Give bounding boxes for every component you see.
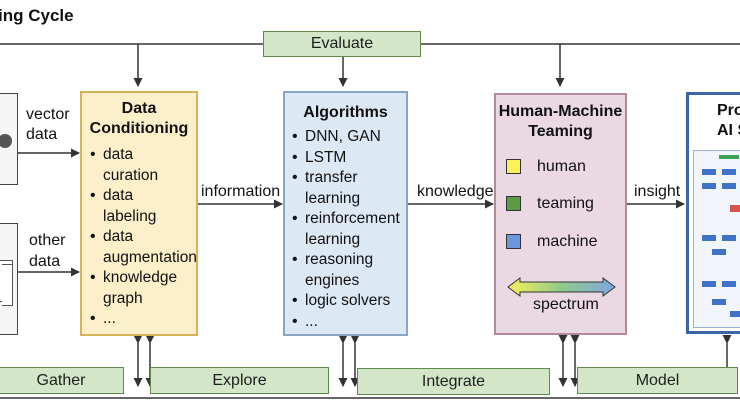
gather-stage: Gather — [0, 367, 124, 394]
point-cloud-icon — [0, 134, 12, 148]
list-item: data curation — [90, 145, 196, 186]
other-data-label: other data — [29, 232, 66, 270]
insight-label: insight — [634, 183, 681, 200]
vector-data-thumbnail — [0, 93, 18, 185]
list-item: ... — [90, 309, 196, 330]
explore-stage: Explore — [150, 367, 329, 394]
list-item: logic solvers — [292, 291, 406, 312]
spectrum-arrow — [507, 277, 616, 297]
knowledge-label: knowledge — [417, 183, 494, 200]
information-label: information — [201, 183, 281, 200]
machine-legend-swatch — [506, 234, 521, 249]
list-item: data augmentation — [90, 227, 197, 268]
human-legend-label: human — [537, 158, 586, 175]
algorithms-title: Algorithms — [303, 104, 388, 121]
list-item: knowledge graph — [90, 268, 196, 309]
other-data-thumbnail — [0, 223, 18, 335]
list-item: reasoning engines — [292, 250, 406, 291]
teaming-legend-label: teaming — [537, 195, 594, 212]
list-item: data labeling — [90, 186, 196, 227]
evaluate-stage: Evaluate — [263, 31, 421, 57]
spectrum-label: spectrum — [533, 296, 599, 313]
list-item: transfer learning — [292, 168, 406, 209]
vector-data-label: vector data — [26, 106, 70, 143]
list-item: ... — [292, 312, 406, 333]
list-item: DNN, GAN — [292, 127, 406, 148]
algorithms-box: Algorithms DNN, GAN LSTM transfer learni… — [283, 91, 408, 336]
data-conditioning-list: data curation data labeling data augment… — [90, 145, 197, 330]
teaming-legend-swatch — [506, 196, 521, 211]
system-diagram-thumbnail — [693, 150, 740, 328]
model-stage: Model — [577, 367, 738, 394]
algorithms-list: DNN, GAN LSTM transfer learning reinforc… — [292, 127, 406, 332]
human-legend-swatch — [506, 159, 521, 174]
output-title: Pro AI S — [717, 102, 740, 139]
data-conditioning-box: Data Conditioning data curation data lab… — [80, 91, 198, 336]
hmt-title: Human-Machine Teaming — [498, 103, 623, 140]
list-item: reinforcement learning — [292, 209, 406, 250]
integrate-stage: Integrate — [357, 368, 550, 395]
diagram-title: ing Cycle — [0, 6, 74, 25]
machine-legend-label: machine — [537, 233, 598, 250]
data-conditioning-title: Data Conditioning — [89, 100, 189, 137]
list-item: LSTM — [292, 148, 406, 169]
